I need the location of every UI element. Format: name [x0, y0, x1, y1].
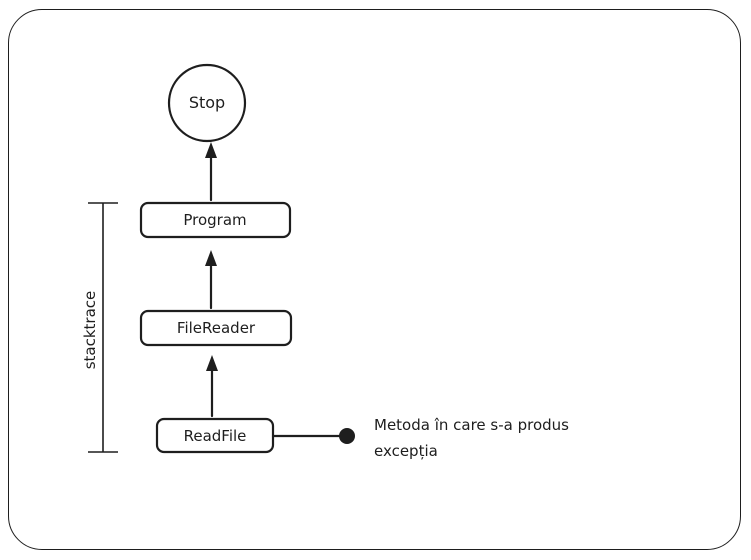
- readfile-node: ReadFile: [155, 417, 275, 454]
- stacktrace-bracket: [88, 202, 118, 453]
- annotation-connector: [271, 428, 355, 444]
- program-label: Program: [183, 211, 246, 229]
- annotation-line-2: excepția: [374, 442, 438, 460]
- program-node: Program: [139, 201, 292, 239]
- stop-label: Stop: [189, 93, 225, 112]
- stop-node: Stop: [167, 63, 247, 143]
- filereader-label: FileReader: [177, 319, 256, 337]
- filereader-node: FileReader: [139, 309, 293, 347]
- program-box: [139, 201, 292, 239]
- stacktrace-label: stacktrace: [81, 291, 99, 370]
- arrow-filereader-to-program: [205, 250, 217, 310]
- canvas-frame: [8, 9, 741, 550]
- readfile-label: ReadFile: [184, 427, 247, 445]
- annotation-line-1: Metoda în care s-a produs: [374, 416, 569, 434]
- filereader-box: [139, 309, 293, 347]
- annotation-dot: [339, 428, 355, 444]
- arrow-readfile-to-filereader: [206, 355, 218, 418]
- arrow-program-to-stop: [205, 142, 217, 202]
- stop-circle: [167, 63, 247, 143]
